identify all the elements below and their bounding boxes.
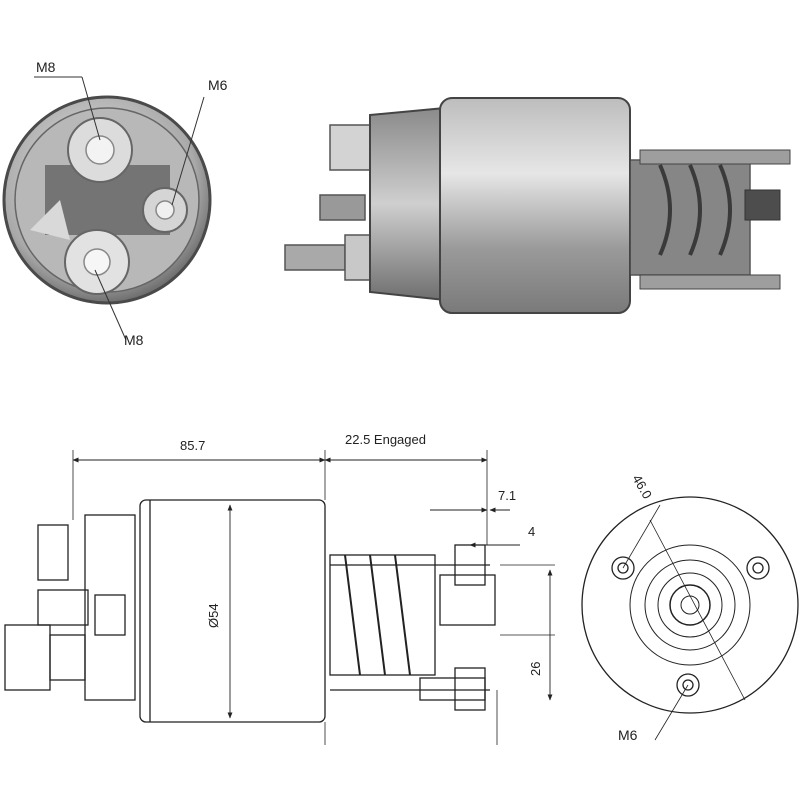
dim-overall-length: 85.7 bbox=[180, 438, 205, 453]
dim-offset-inner: 4 bbox=[528, 524, 535, 539]
label-m6-top: M6 bbox=[208, 77, 228, 93]
label-m8-bottom: M8 bbox=[124, 332, 144, 348]
label-m8-top: M8 bbox=[36, 59, 56, 75]
dim-top: 46.0 bbox=[629, 472, 655, 501]
photo-end-view: M8 M6 M8 bbox=[2, 59, 228, 348]
dim-height: 26 bbox=[528, 662, 543, 676]
dim-offset-outer: 7.1 bbox=[498, 488, 516, 503]
drawing-end-view bbox=[581, 496, 799, 741]
label-m6-bottom: M6 bbox=[618, 727, 638, 743]
m6-terminal bbox=[142, 187, 188, 233]
m8-top-terminal bbox=[67, 117, 133, 183]
dim-diameter: Ø54 bbox=[206, 603, 221, 628]
drawing-side-view bbox=[4, 450, 555, 745]
photo-side-view bbox=[284, 97, 791, 314]
m8-bottom-terminal bbox=[64, 229, 130, 295]
dim-engaged-stroke: 22.5 Engaged bbox=[345, 432, 426, 447]
